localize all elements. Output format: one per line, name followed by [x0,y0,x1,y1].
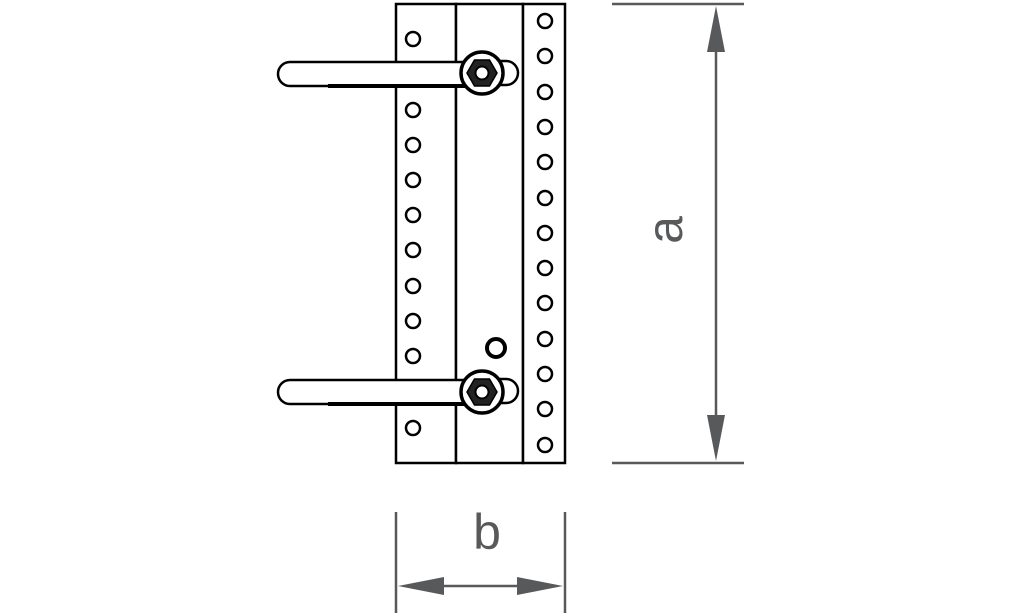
plate-hole [404,347,422,365]
lower-rod [276,378,468,406]
lower-bolt-center [474,384,490,400]
upper-bolt [459,50,505,96]
dimension-b-label: b [473,504,501,560]
plate-hole [536,83,554,101]
upper-rod [276,60,468,88]
plate-hole [404,206,422,224]
plate-hole [404,312,422,330]
plate-hole [536,436,554,454]
dimension-b-arrow-right [517,577,563,595]
upper-rod-assembly [276,50,520,96]
plate-hole [536,153,554,171]
center-hole [485,337,507,359]
dimension-b: b [394,504,567,613]
plate-hole [536,118,554,136]
plate-hole [404,241,422,259]
plate-hole [536,12,554,30]
dimension-a-arrow-top [707,6,725,52]
lower-rod-assembly [276,369,520,415]
plate-hole [536,400,554,418]
plate-hole [404,171,422,189]
plate-hole [404,277,422,295]
right-hole-row [536,12,554,454]
plate-hole [536,47,554,65]
plate-hole [404,30,422,48]
plate-hole [536,259,554,277]
lower-bolt [459,369,505,415]
left-hole-row [404,30,422,437]
plate-hole [536,294,554,312]
plate-hole [404,136,422,154]
dimension-a-arrow-bottom [707,415,725,461]
upper-bolt-center [474,65,490,81]
plate-hole [536,189,554,207]
plate-hole [536,224,554,242]
dimension-a: a [612,2,744,465]
plate-hole [404,101,422,119]
plate-hole [536,330,554,348]
plate-hole [404,419,422,437]
dimension-b-arrow-left [398,577,444,595]
plate-hole [536,365,554,383]
dimension-a-label: a [637,216,693,244]
